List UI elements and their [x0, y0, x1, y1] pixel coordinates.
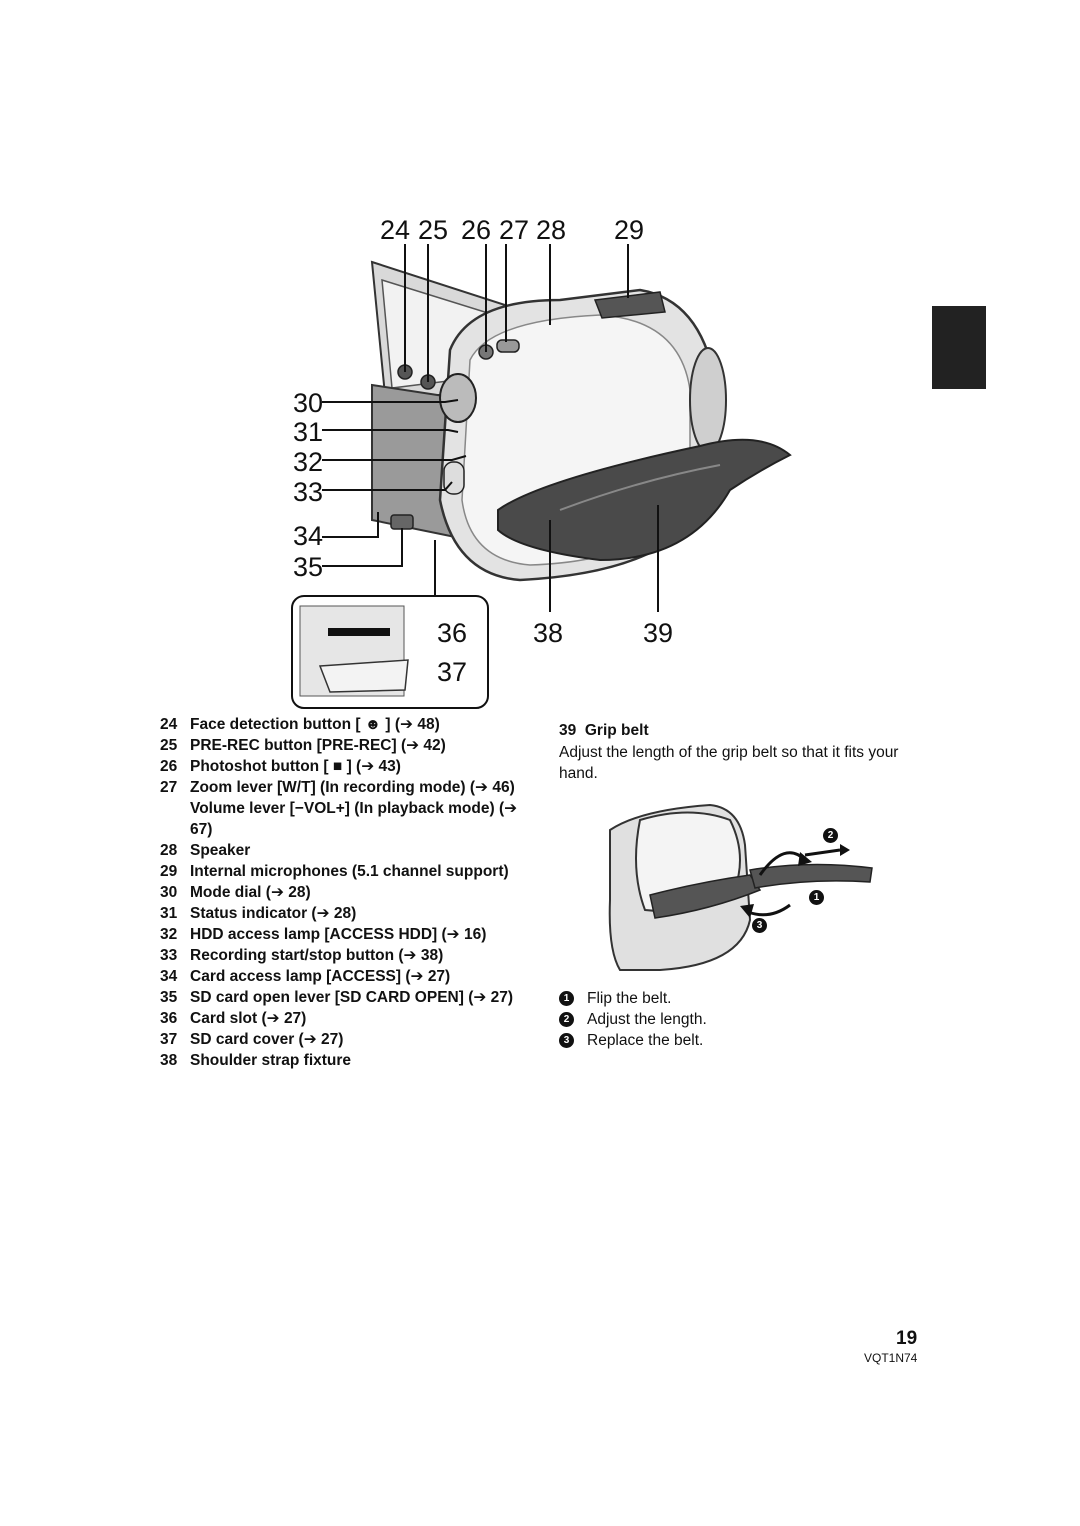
grip-belt-description: Adjust the length of the grip belt so th…	[559, 744, 899, 782]
callout-36: 36	[437, 618, 468, 648]
callout-34: 34	[293, 521, 324, 551]
grip-marker-2: 2	[823, 828, 838, 843]
callout-25: 25	[418, 215, 449, 245]
callout-39: 39	[643, 618, 674, 648]
callout-37: 37	[437, 657, 468, 687]
section-tab	[932, 306, 986, 389]
grip-belt-illustration	[608, 803, 873, 971]
grip-marker-1: 1	[809, 890, 824, 905]
grip-belt-section: 39 Grip belt Adjust the length of the gr…	[559, 720, 929, 784]
callout-29: 29	[614, 215, 645, 245]
callout-30: 30	[293, 388, 324, 418]
callout-33: 33	[293, 477, 324, 507]
camcorder-illustration	[291, 244, 792, 709]
callout-26: 26	[461, 215, 492, 245]
callout-38: 38	[533, 618, 564, 648]
page-number: 19	[896, 1328, 918, 1349]
callout-32: 32	[293, 447, 324, 477]
callout-35: 35	[293, 552, 324, 582]
callout-31: 31	[293, 417, 324, 447]
callout-24: 24	[380, 215, 411, 245]
callout-27: 27	[499, 215, 530, 245]
callout-28: 28	[536, 215, 567, 245]
grip-marker-3: 3	[752, 918, 767, 933]
model-code: VQT1N74	[864, 1351, 918, 1365]
list-item: Volume lever [−VOL+] (In playback mode) …	[190, 800, 518, 838]
grip-belt-heading: 39 Grip belt	[559, 722, 649, 739]
